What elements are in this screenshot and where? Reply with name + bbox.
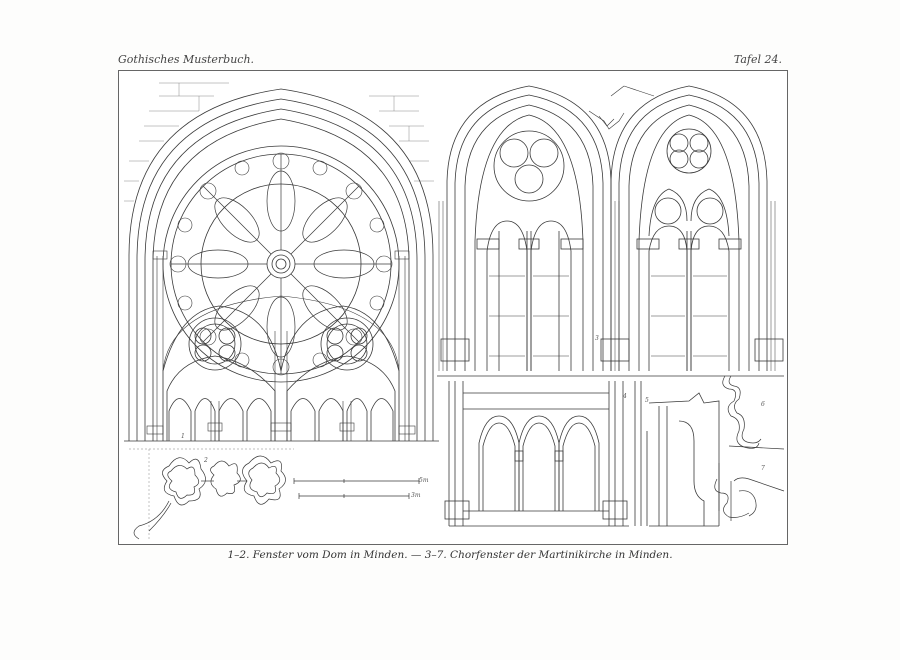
plate-caption: 1–2. Fenster vom Dom in Minden. — 3–7. C…	[227, 549, 673, 561]
figure-label-1: 1	[181, 433, 185, 440]
drawing-frame: 1 2 3 4 5 6 7 5m 3m	[118, 70, 788, 545]
tracery-section-figure	[129, 448, 420, 541]
architectural-drawing	[124, 82, 785, 541]
figure-label-5: 5	[645, 397, 649, 404]
rose-window-figure	[124, 82, 439, 442]
book-title: Gothisches Musterbuch.	[118, 53, 255, 66]
figure-label-3: 3	[595, 335, 599, 342]
scale-label-2: 3m	[411, 492, 421, 499]
figure-label-6: 6	[761, 401, 765, 408]
choir-window-elevation	[437, 85, 784, 377]
scale-label-1: 5m	[419, 477, 429, 484]
arcade-elevation	[444, 381, 648, 527]
mullion-profile	[588, 85, 655, 130]
jamb-section	[648, 392, 720, 527]
plate-number: Tafel 24.	[733, 53, 782, 66]
figure-label-2: 2	[204, 457, 208, 464]
figure-label-7: 7	[761, 465, 765, 472]
figure-label-4: 4	[623, 393, 627, 400]
cusp-profiles	[714, 375, 785, 521]
